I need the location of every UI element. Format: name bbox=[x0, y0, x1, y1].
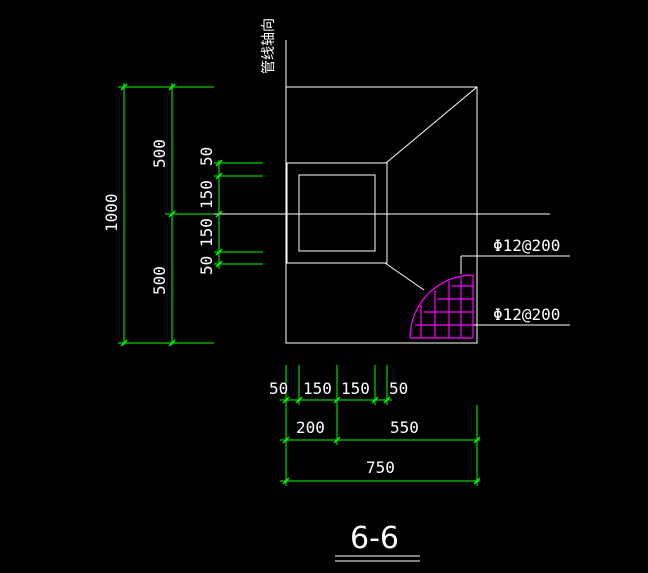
dimension-ticks bbox=[120, 83, 481, 485]
rebar-label-top: Φ12@200 bbox=[493, 236, 560, 255]
dim-bottom-r1-1: 50 bbox=[269, 379, 288, 398]
rebar-label-bottom: Φ12@200 bbox=[493, 305, 560, 324]
section-title: 6-6 bbox=[350, 521, 399, 556]
inner-rect bbox=[298, 174, 376, 252]
dim-left-total: 1000 bbox=[102, 193, 121, 232]
haunch-top-line bbox=[385, 86, 478, 164]
dim-bottom-r3: 750 bbox=[366, 458, 395, 477]
dim-left-upper: 500 bbox=[150, 139, 169, 168]
dim-left-150-bottom: 150 bbox=[197, 218, 216, 247]
middle-rect bbox=[286, 162, 388, 264]
dim-left-50-bottom: 50 bbox=[197, 256, 216, 275]
dim-left-50-top: 50 bbox=[197, 147, 216, 166]
rebar-grid bbox=[409, 274, 474, 339]
dim-left-lower: 500 bbox=[150, 266, 169, 295]
haunch-bottom-line bbox=[384, 262, 425, 291]
dim-left-150-top: 150 bbox=[197, 180, 216, 209]
dimension-lines bbox=[118, 83, 480, 486]
outer-rect bbox=[285, 86, 478, 344]
dim-bottom-r1-2: 150 bbox=[303, 379, 332, 398]
structure-outline bbox=[167, 40, 570, 562]
dim-bottom-r1-3: 150 bbox=[341, 379, 370, 398]
axis-label: 管线轴向 bbox=[261, 18, 277, 74]
dim-bottom-r2-1: 200 bbox=[296, 418, 325, 437]
rebar-arc bbox=[409, 274, 474, 339]
dim-bottom-r2-2: 550 bbox=[390, 418, 419, 437]
dim-bottom-r1-4: 50 bbox=[389, 379, 408, 398]
